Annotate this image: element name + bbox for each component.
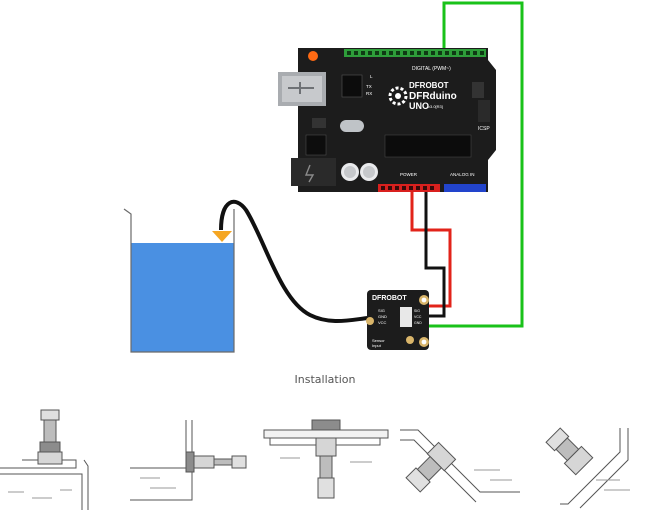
- icsp-label: ICSP: [478, 126, 490, 132]
- dfrobot-logo-icon: [388, 86, 408, 106]
- bottom-header-pins: [381, 186, 434, 190]
- l-label: L: [370, 74, 373, 79]
- microcontroller-chip: [384, 134, 472, 158]
- sensor-left-pin-1: SIG: [378, 308, 385, 313]
- red-power-wire: [410, 192, 452, 308]
- sensor-module: DFROBOT SIG GND VCC SIG VCC GND Sensor I…: [366, 290, 429, 350]
- tx-label: TX: [366, 84, 372, 89]
- arduino-board: DIGITAL (PWM~) DFROBOT DFRduino UNO v3.0…: [278, 48, 496, 192]
- green-signal-wire: [428, 1, 524, 328]
- board-model-line1: DFRduino: [409, 91, 457, 102]
- analog-label: ANALOG IN: [450, 172, 475, 177]
- probe-arrow-icon: [212, 231, 232, 242]
- analog-header: [444, 184, 486, 192]
- sensor-connector: [400, 307, 412, 327]
- sensor-brand: DFROBOT: [372, 295, 407, 302]
- crystal: [340, 120, 364, 132]
- board-brand: DFROBOT: [409, 81, 449, 90]
- digital-header-pins: [347, 51, 484, 55]
- reset-button: [308, 51, 318, 61]
- black-ground-wire: [424, 192, 446, 318]
- sensor-right-pin-3: GND: [414, 321, 422, 325]
- installation-side-mount: [130, 420, 247, 501]
- digital-header: [344, 49, 486, 57]
- rx-label: RX: [366, 91, 372, 96]
- installation-through-pipe: [263, 419, 389, 499]
- dc-power-jack: [291, 158, 336, 186]
- beaker: [123, 208, 235, 353]
- installation-angled-right: [545, 427, 630, 509]
- mount-hole-center: [406, 336, 414, 344]
- usb-chip: [341, 74, 363, 98]
- installation-angled-left: [400, 429, 520, 503]
- power-label: POWER: [400, 172, 418, 177]
- mount-hole-left: [366, 317, 374, 325]
- sensor-right-pin-2: VCC: [414, 315, 422, 319]
- board-version: v3.0[R3]: [428, 104, 443, 109]
- sensor-bottom-label-2: Input: [372, 343, 382, 348]
- water: [131, 243, 234, 352]
- digital-label: DIGITAL (PWM~): [412, 66, 451, 72]
- installation-caption: Installation: [294, 373, 356, 386]
- sensor-tube: [219, 199, 369, 323]
- sensor-bottom-label-1: Sensor: [372, 338, 385, 343]
- sensor-right-pin-1: SIG: [414, 309, 420, 313]
- sensor-left-pin-3: VCC: [378, 320, 387, 325]
- installation-top-mount: [0, 409, 89, 510]
- board-model-line2: UNO: [409, 101, 429, 111]
- sensor-left-pin-2: GND: [378, 314, 387, 319]
